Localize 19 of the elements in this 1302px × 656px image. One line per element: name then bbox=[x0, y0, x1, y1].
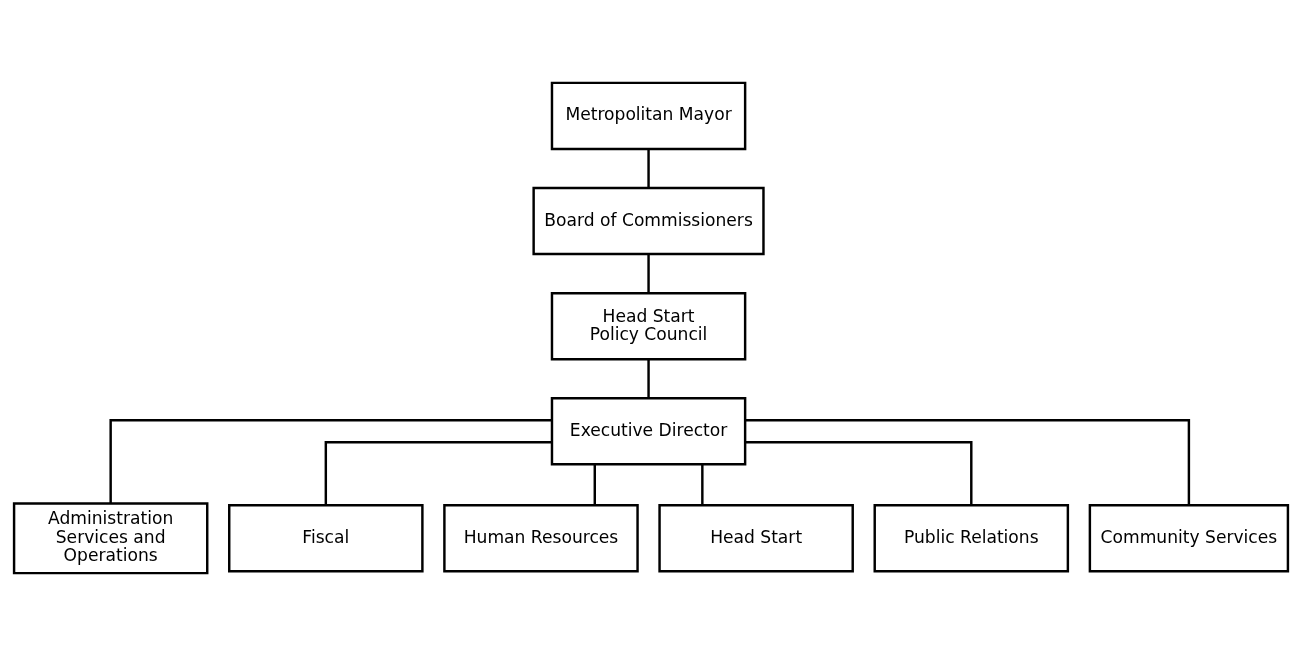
connector bbox=[109, 419, 552, 504]
node-box: Fiscal bbox=[228, 504, 424, 573]
node-box: Human Resources bbox=[443, 504, 639, 573]
connector bbox=[647, 254, 650, 294]
connector bbox=[647, 359, 650, 399]
node-box: Head Start Policy Council bbox=[550, 291, 747, 361]
node-box: Public Relations bbox=[873, 504, 1070, 573]
connector bbox=[593, 464, 596, 506]
node-box: Metropolitan Mayor bbox=[550, 81, 747, 151]
connector bbox=[745, 419, 1191, 506]
connector bbox=[745, 441, 973, 506]
node-box: Executive Director bbox=[550, 397, 747, 466]
node-box: Board of Commissioners bbox=[532, 186, 765, 256]
node-box: Administration Services and Operations bbox=[12, 502, 209, 575]
node-box: Community Services bbox=[1088, 504, 1290, 573]
connector bbox=[647, 149, 650, 188]
node-box: Head Start bbox=[658, 504, 854, 573]
connector bbox=[701, 464, 704, 506]
connector bbox=[324, 441, 552, 506]
